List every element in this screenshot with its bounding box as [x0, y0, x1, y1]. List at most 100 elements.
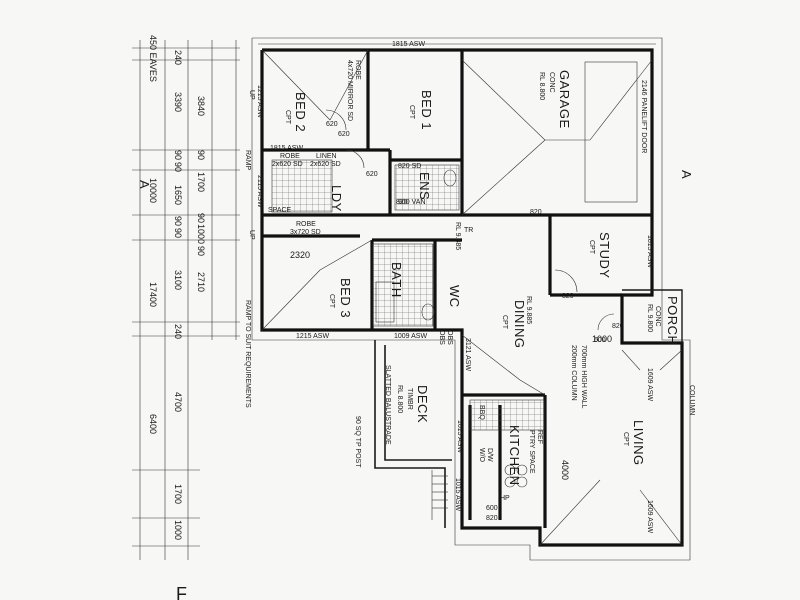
dim-opening-24: 820 — [486, 515, 498, 522]
hotplate-label: HP — [500, 495, 510, 502]
dim-opening-22: 1815 ASW — [270, 145, 303, 152]
dim-opening-2: 1215 ASW — [296, 333, 329, 340]
dim-opening-23: 1015 ASW — [454, 478, 461, 511]
section-marker-right: A — [679, 170, 694, 179]
ensuite-door: 820 SD — [398, 163, 421, 170]
robe1-label: ROBE — [280, 153, 300, 160]
dim-outer-1: 3390 — [173, 92, 183, 112]
dim-opening-4: 820 — [530, 209, 542, 216]
dim-opening-10: 620 — [366, 171, 378, 178]
stair-up-1: UP — [248, 90, 255, 100]
dim-outer-0: 240 — [173, 50, 183, 65]
dim-outer-6: 90 — [173, 228, 183, 238]
room-bed2: BED 2 — [293, 92, 308, 132]
dim-opening-11: 2115 ASW — [256, 175, 263, 208]
roof-hip-lines — [261, 49, 683, 546]
dim-inner-6: 2710 — [196, 272, 206, 292]
bench-dim: 4000 — [560, 460, 570, 480]
room-dining: DINING — [512, 300, 527, 349]
linen-label: LINEN — [316, 153, 337, 160]
wall-note: 700mm HIGH WALL — [580, 345, 587, 409]
title-fragment: F — [176, 584, 187, 600]
dim-lower-0: 4700 — [173, 392, 183, 412]
dim-opening-17: 600 — [594, 337, 606, 344]
dim-opening-6: 820 — [612, 323, 624, 330]
section-marker-left: A — [137, 180, 152, 189]
dim-inner-5: 90 — [196, 246, 206, 256]
dim-total-1: 17400 — [148, 282, 158, 307]
room-study-floor: CPT — [588, 240, 595, 255]
outer-walls — [260, 48, 684, 547]
panelift-door: 2146 PANELIFT DOOR — [640, 80, 647, 153]
dim-opening-25: 600 — [486, 505, 498, 512]
room-porch-rl: RL 9.800 — [646, 304, 653, 332]
room-bed1: BED 1 — [419, 90, 434, 130]
robe-mirror-label: ROBE — [354, 60, 361, 80]
rl-hall: RL 9.885 — [454, 222, 461, 250]
dim-inner-4: 1000 — [196, 224, 206, 244]
dim-opening-7: 820 — [396, 199, 408, 206]
dim-opening-12: 1815 ASW — [646, 235, 653, 268]
room-ens: ENS — [417, 172, 432, 200]
dim-total-2: 6400 — [148, 414, 158, 434]
dim-outer-4: 1650 — [173, 185, 183, 205]
room-ldy: LDY — [329, 185, 344, 212]
room-living: LIVING — [631, 420, 646, 466]
left-dimension-labels: 450 EAVES 240 3390 90 90 1650 90 90 3100… — [148, 35, 206, 540]
dim-outer-7: 3100 — [173, 270, 183, 290]
room-deck-floor: TIMBR — [406, 388, 413, 410]
pantry-label: PTRY SPACE — [528, 430, 535, 474]
room-deck: DECK — [415, 385, 430, 423]
room-dining-floor: CPT — [501, 315, 508, 330]
opening-dims: 1815 ASW 1215 ASW 1215 ASW 1009 ASW 820 … — [256, 41, 653, 533]
room-garage: GARAGE — [557, 70, 572, 129]
stair-up-2: UP — [248, 230, 255, 240]
room-garage-rl: RL 8.800 — [538, 72, 545, 100]
dim-opening-21: OBS — [446, 330, 453, 345]
dim-inner-0: 3840 — [196, 96, 206, 116]
dim-opening-13: 1609 ASW — [646, 368, 653, 401]
space-label: SPACE — [268, 207, 292, 214]
dim-lower-2: 1000 — [173, 520, 183, 540]
dim-lower-1: 1700 — [173, 484, 183, 504]
linen-size: 2x620 SD — [310, 161, 341, 168]
dim-outer-3: 90 — [173, 162, 183, 172]
dim-opening-14: 1609 ASW — [646, 500, 653, 533]
column-label: COLUMN — [688, 385, 695, 415]
bbq-label: BBQ — [478, 405, 485, 420]
dim-opening-20: OBS — [438, 330, 445, 345]
wall-oven-label: W/O — [478, 448, 485, 463]
fixtures — [325, 109, 615, 488]
vanity-label: 900 VAN — [398, 199, 426, 206]
dim-outer-5: 90 — [173, 216, 183, 226]
dim-opening-8: 620 — [326, 121, 338, 128]
robe2-label: ROBE — [296, 221, 316, 228]
trap-label: TR — [464, 227, 473, 234]
garage-door-outline — [584, 61, 638, 203]
room-garage-floor: CONC — [548, 72, 555, 93]
room-study: STUDY — [597, 232, 612, 279]
dim-inner-1: 90 — [196, 150, 206, 160]
ramp-note: RAMP TO SUIT REQUIREMENTS — [244, 300, 251, 408]
tile-hatch — [271, 159, 545, 431]
room-kitchen: KITCHEN — [507, 425, 522, 486]
room-bath: BATH — [389, 262, 404, 298]
fridge-label: REF — [536, 430, 543, 444]
room-deck-rl: RL 8.800 — [396, 385, 403, 413]
room-bed1-floor: CPT — [408, 105, 415, 120]
dim-opening-3: 1009 ASW — [394, 333, 427, 340]
dim-opening-19: 1000 — [592, 334, 612, 344]
balustrade-post: 90 SQ TP POST — [354, 416, 361, 468]
dim-inner-3: 90 — [196, 213, 206, 223]
interior-walls — [262, 50, 652, 528]
robe1-size: 2x620 SD — [272, 161, 303, 168]
room-wc: WC — [447, 285, 462, 308]
room-bed3-floor: CPT — [328, 294, 335, 309]
dim-opening-1: 1215 ASW — [256, 85, 263, 118]
column-note: 200mm COLUMN — [570, 345, 577, 401]
slatted-balustrade: SLATTED BALUSTRADE — [384, 365, 391, 445]
room-living-floor: CPT — [622, 432, 629, 447]
robe2-size: 3x720 SD — [290, 229, 321, 236]
